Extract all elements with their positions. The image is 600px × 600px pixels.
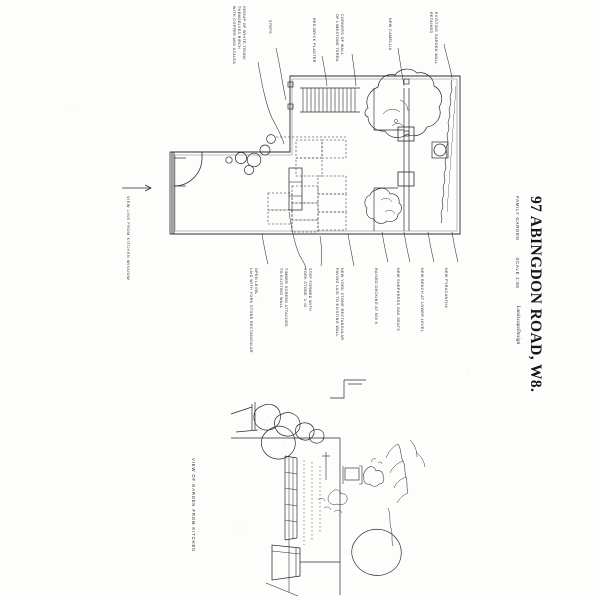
- sketch-bench-vignette: [322, 452, 385, 487]
- sketch-wall-foliage: [385, 439, 426, 547]
- annotation-lower-bench: NEW BENCH AT LOWER LEVEL: [420, 268, 424, 333]
- scale-label: SCALE 1:50: [515, 257, 521, 289]
- annotation-timber-screen: TIMBER SCREEN ATTACHED TO EXISTING WALL: [278, 268, 288, 328]
- tree-canopy-large: [364, 68, 443, 138]
- annotation-york-paving: NEW YORK STONE RECTANGULAR PAVING LAID T…: [334, 268, 344, 341]
- perspective-caption: VIEW OF GARDEN FROM KITCHEN: [191, 458, 196, 553]
- sketch-planting-mass: [230, 402, 325, 460]
- boundary-hedge: [440, 79, 457, 224]
- shrub-cluster: [364, 187, 402, 224]
- perspective-sketch: [230, 379, 426, 597]
- central-path: [397, 88, 415, 231]
- circular-feature: [431, 141, 449, 159]
- leader-lines-top: [257, 43, 453, 145]
- view-direction-label: VIEW LINE FROM KITCHEN WINDOW: [126, 196, 130, 281]
- annotation-birch-group: GROUP OF WHITE-TRUNK THEMSELVES BIRCH WI…: [231, 6, 246, 65]
- planting-beds: [373, 88, 404, 231]
- sketch-paving-dots: [303, 460, 321, 545]
- page-title: 97 ABINGDON ROAD, W8.: [527, 196, 544, 393]
- wall-piers: [287, 78, 410, 137]
- sketch-tree-canopy: [351, 528, 402, 576]
- view-direction-arrow: [122, 184, 152, 192]
- annotation-new-camellia: NEW CAMELLIA: [388, 18, 392, 51]
- house-doorway: [169, 151, 203, 235]
- title-block: 97 ABINGDON ROAD, W8. FAMILY GARDEN SCAL…: [497, 196, 545, 393]
- garden-type-label: FAMILY GARDEN: [515, 196, 521, 241]
- site-boundary: [171, 75, 461, 235]
- raised-decking: [288, 167, 303, 211]
- sketch-planter-box: [271, 544, 340, 581]
- paving-grid: [267, 136, 347, 233]
- annotation-limestone-wall: CORNERS OF WALL OF LIMESTONE TERRA: [334, 14, 344, 62]
- timber-screen-steps: [300, 87, 360, 113]
- stepping-stone-circles: [225, 134, 276, 175]
- sketch-ground-planting: [317, 489, 348, 514]
- annotation-brick-planter: RED BRICK PLANTER: [312, 18, 316, 63]
- annotation-existing-wall: EXISTING GARDEN WALL RETAINED: [428, 12, 438, 65]
- annotation-york-step: STEP FORMED WITH YORK STONE 1:40: [302, 268, 312, 312]
- sketch-timber-screen: [284, 455, 298, 541]
- annotation-open-level: OPEN LEVEL : LAID WITH YORK STONE RECTAN…: [248, 268, 258, 353]
- designer-signature: LandscapeDesign: [515, 305, 521, 345]
- annotation-raised-decking: RAISED DECKING AT 600 h.: [374, 268, 378, 326]
- annotation-oak-seats: NEW SHEPHERDS OAK SEATS: [396, 268, 400, 332]
- annotation-steps: STEPS: [268, 20, 272, 35]
- leader-lines-bottom: [261, 211, 459, 271]
- annotation-pyracantha: NEW PYRACANTHA: [444, 268, 448, 309]
